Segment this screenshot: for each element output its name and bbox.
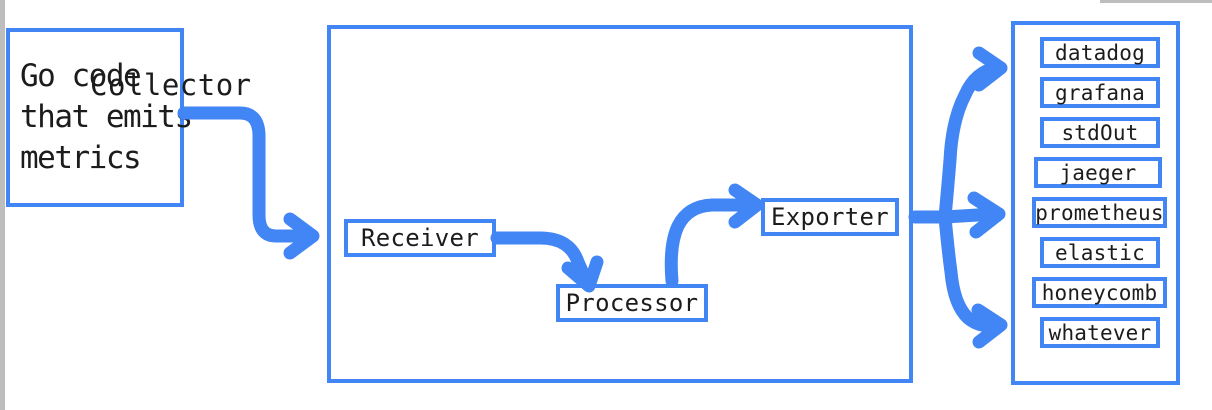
page-left-edge-strip bbox=[0, 0, 5, 410]
backend-item: whatever bbox=[1040, 317, 1160, 348]
backend-item: grafana bbox=[1040, 77, 1160, 108]
source-line-1: Go code bbox=[20, 58, 142, 95]
arrow-exporter-fanout bbox=[908, 46, 1008, 349]
backend-item: stdOut bbox=[1040, 117, 1160, 148]
arrow-source-to-receiver bbox=[177, 106, 320, 260]
backend-item: elastic bbox=[1040, 237, 1160, 268]
receiver-node: Receiver bbox=[344, 219, 496, 257]
backend-item: prometheus bbox=[1032, 197, 1167, 228]
backend-item: jaeger bbox=[1034, 157, 1162, 188]
page-top-right-edge-strip bbox=[1100, 0, 1212, 3]
exporter-node: Exporter bbox=[761, 198, 899, 236]
processor-node: Processor bbox=[556, 284, 708, 322]
backends-container: datadog grafana stdOut jaeger prometheus elas… bbox=[1011, 21, 1180, 385]
source-line-3: metrics bbox=[20, 139, 142, 176]
backend-item: datadog bbox=[1040, 37, 1160, 68]
source-line-2: that emits bbox=[20, 99, 193, 136]
go-code-source-node: Go code that emits metrics bbox=[6, 28, 193, 207]
collector-title: Collector bbox=[90, 68, 252, 102]
backend-item: honeycomb bbox=[1032, 277, 1167, 308]
